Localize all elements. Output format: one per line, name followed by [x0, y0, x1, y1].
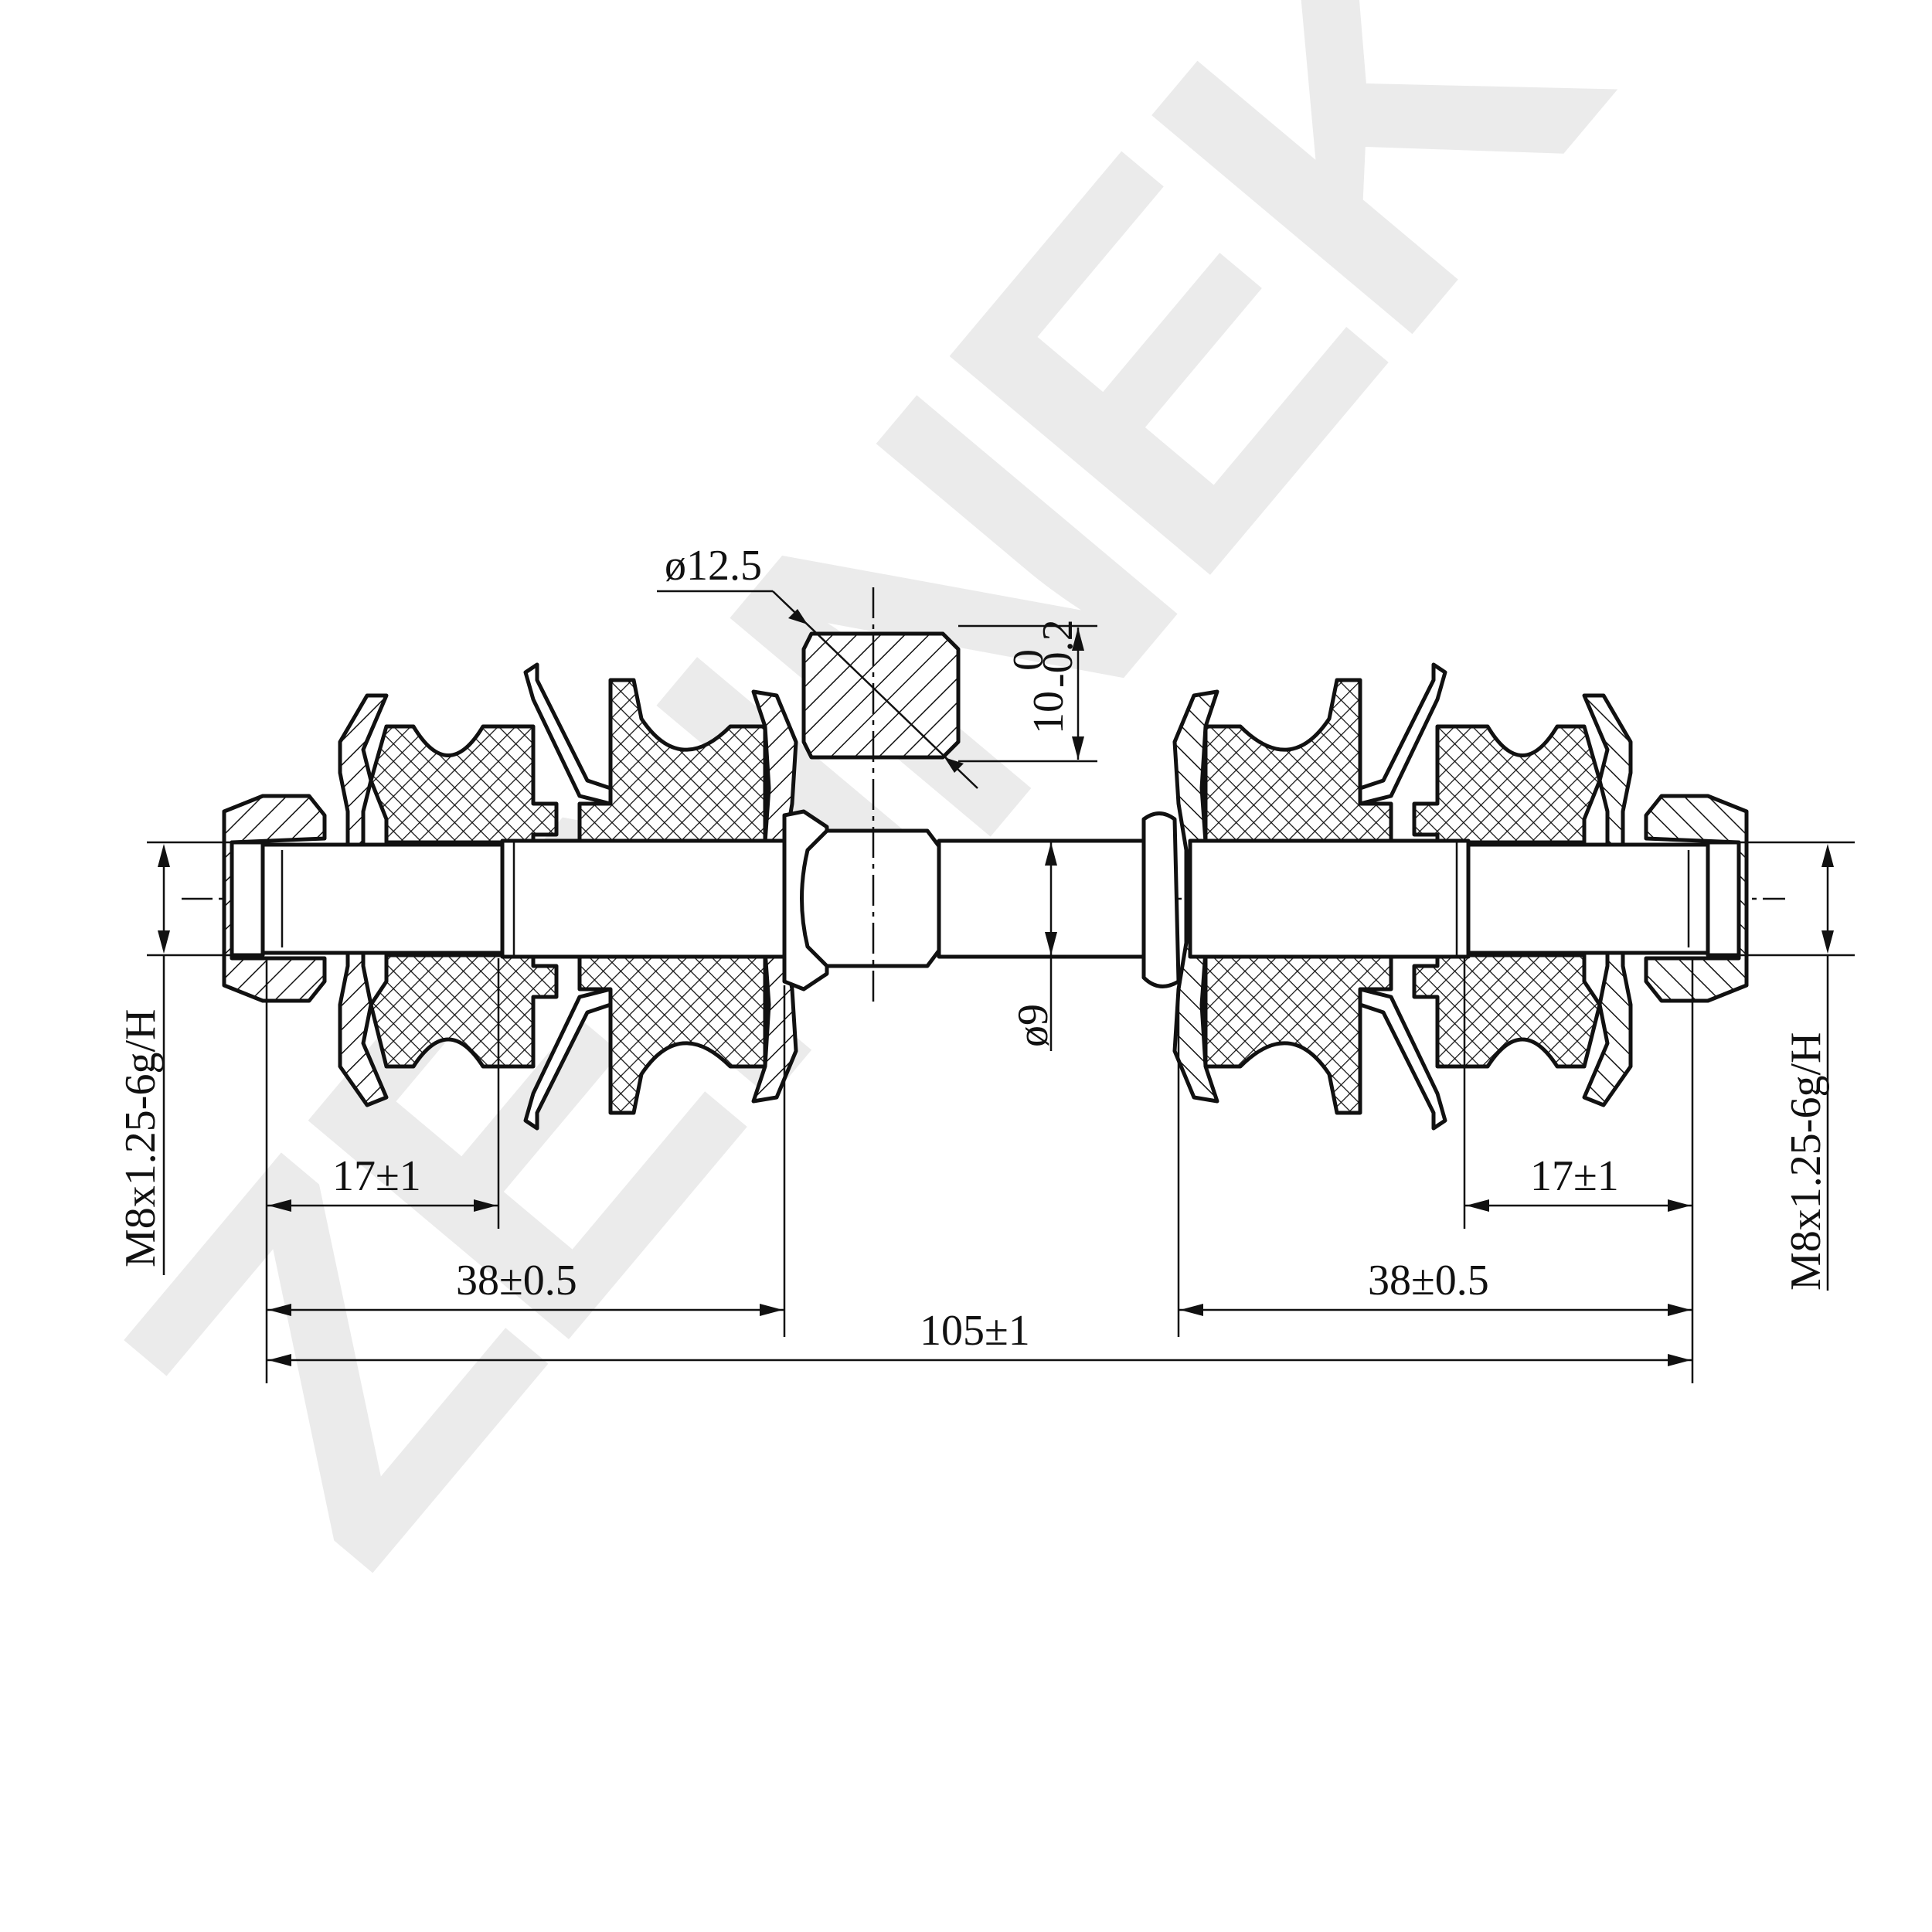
left-inner-rubber-lower: [577, 953, 767, 1115]
right-outer-rubber-lower: [1412, 953, 1602, 1069]
left-washer: [230, 840, 265, 957]
thread-right-label: M8x1.25-6g/H: [1782, 1032, 1830, 1291]
left-threaded-stud: [260, 842, 505, 955]
center-ball: [1141, 811, 1181, 988]
right-outer-rubber: [1412, 724, 1602, 845]
thread-len-right-label: 17±1: [1530, 1152, 1619, 1200]
right-cone-washer-lower: [1358, 987, 1447, 1131]
center-neck: [937, 838, 1146, 959]
left-outer-rubber: [369, 724, 559, 845]
bush-len-right-label: 38±0.5: [1368, 1257, 1489, 1304]
right-cone-washer: [1358, 662, 1447, 806]
right-shank: [1188, 838, 1471, 959]
left-shank: [500, 838, 791, 959]
flat-width-label: 10: [1025, 691, 1073, 734]
right-washer: [1706, 840, 1741, 957]
right-threaded-stud: [1466, 842, 1710, 955]
thread-len-left-label: 17±1: [332, 1152, 421, 1200]
left-joint: [222, 662, 798, 1131]
flat-tol-lower-label: -0.2: [1034, 619, 1082, 688]
pin-diameter-label: ø12.5: [665, 542, 762, 590]
flat-tol-upper-label: 0: [1005, 649, 1053, 671]
right-nut: [1644, 794, 1749, 1003]
center-ball-stud: [782, 587, 1181, 1005]
neck-diameter-label: ø9: [1009, 1004, 1057, 1047]
overall-length-label: 105±1: [920, 1307, 1030, 1355]
left-outer-rubber-lower: [369, 953, 559, 1069]
left-nut: [222, 794, 327, 1003]
dimension-lines: [147, 590, 1855, 1383]
right-inner-rubber-lower: [1203, 953, 1393, 1115]
right-joint: [1172, 662, 1749, 1131]
bush-len-left-label: 38±0.5: [456, 1257, 577, 1304]
center-head: [800, 828, 941, 968]
flat-width-group: 10 0 -0.2: [1005, 619, 1082, 734]
thread-left-label: M8x1.25-6g/H: [117, 1009, 165, 1267]
